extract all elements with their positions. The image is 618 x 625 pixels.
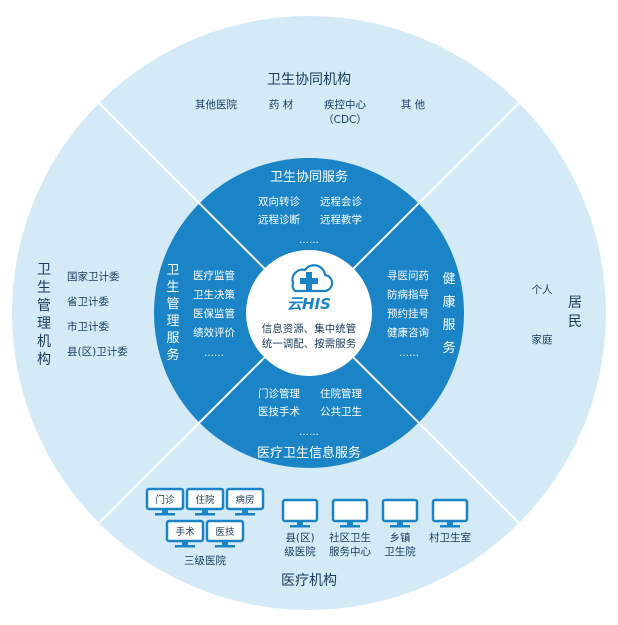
monitor-icon: 医技	[205, 519, 245, 548]
inner-left-item: 医疗监管	[193, 269, 235, 282]
outer-left-item: 省卫计委	[67, 295, 109, 308]
center-line-1: 信息资源、集中统管	[262, 322, 357, 335]
inner-right-item: 防病指导	[387, 288, 429, 301]
monitor-icon	[281, 498, 319, 528]
inner-top-more: ……	[299, 235, 319, 246]
facility-label: 级医院	[284, 545, 316, 558]
inner-right-item: 健康咨询	[387, 326, 429, 339]
center-logo-text: 云HIS	[287, 295, 331, 313]
inner-bottom-more: ……	[299, 427, 319, 438]
inner-right-item: 寻医问药	[387, 269, 429, 282]
monitor-icon: 病房	[225, 487, 265, 516]
inner-right-item: 预约挂号	[387, 307, 429, 320]
monitor-label: 门诊	[155, 494, 175, 506]
inner-top-item: 双向转诊	[258, 195, 300, 208]
facility-label: 社区卫生	[329, 531, 371, 544]
outer-top-item: 其他医院	[195, 98, 237, 111]
inner-bottom-title: 医疗卫生信息服务	[257, 445, 361, 461]
inner-left-title-char: 服	[166, 331, 179, 346]
outer-left-item: 市卫计委	[67, 320, 109, 333]
outer-left-title-char: 卫	[37, 262, 51, 278]
outer-left-item: 县(区)卫计委	[67, 345, 128, 358]
outer-left-item: 国家卫计委	[67, 270, 120, 283]
monitor-icon	[331, 498, 369, 528]
inner-left-title: 卫 生 管 理 服 务	[166, 263, 179, 363]
monitor-icon	[381, 498, 419, 528]
inner-left-item: 绩效评价	[193, 326, 235, 339]
facility-label: 县(区)	[285, 532, 314, 544]
outer-right-item: 家庭	[532, 333, 553, 346]
inner-right-title-char: 务	[442, 340, 455, 356]
outer-right-item: 个人	[532, 284, 553, 296]
cloud-his-logo-icon	[291, 264, 334, 293]
inner-left-more: ……	[204, 348, 224, 359]
inner-left-item: 卫生决策	[193, 288, 235, 301]
outer-right-title-char: 居	[568, 295, 582, 311]
facility-label: 乡镇	[390, 531, 411, 544]
monitor-label: 医技	[215, 526, 235, 538]
outer-right-title-char: 民	[568, 314, 582, 330]
monitor-label: 住院	[195, 494, 215, 506]
outer-left-title-char: 机	[37, 334, 51, 350]
tier3-monitor-group: 门诊 住院 病房 手术 医技	[145, 487, 265, 548]
inner-left-title-char: 务	[166, 347, 179, 363]
outer-left-title-char: 构	[37, 352, 51, 368]
inner-bottom-item: 医技手术	[258, 405, 300, 418]
inner-top-item: 远程诊断	[258, 213, 300, 226]
monitor-icon: 门诊	[145, 487, 185, 516]
inner-right-title-char: 健	[442, 272, 455, 287]
outer-left-title-char: 生	[37, 280, 51, 296]
center-circle	[246, 250, 372, 376]
outer-top-item: 其 他	[401, 98, 426, 111]
outer-bottom-title: 医疗机构	[281, 573, 337, 589]
monitor-icon: 手术	[165, 519, 205, 548]
inner-bottom-item: 公共卫生	[320, 405, 362, 418]
outer-top-item: 疾控中心	[324, 98, 366, 111]
inner-top-item: 远程会诊	[320, 195, 362, 208]
outer-top-item: 药 材	[269, 98, 294, 111]
outer-top-title: 卫生协同机构	[267, 72, 351, 88]
monitor-icon: 住院	[185, 487, 225, 516]
outer-left-title-char: 理	[37, 316, 51, 332]
inner-right-title-char: 服	[442, 318, 455, 333]
outer-top-item: （CDC）	[323, 114, 367, 126]
inner-right-title-char: 康	[442, 294, 455, 310]
tier3-label: 三级医院	[184, 554, 226, 567]
facility-label: 服务中心	[329, 545, 371, 558]
inner-left-item: 医保监管	[193, 307, 235, 320]
outer-left-title: 卫 生 管 理 机 构	[37, 262, 51, 368]
inner-bottom-item: 门诊管理	[258, 387, 300, 400]
facility-label: 卫生院	[384, 545, 416, 558]
facility-label: 村卫生室	[429, 531, 471, 544]
inner-right-more: ……	[399, 348, 419, 359]
inner-left-title-char: 生	[166, 280, 179, 295]
monitor-label: 手术	[175, 526, 195, 538]
outer-left-title-char: 管	[37, 298, 51, 314]
inner-right-title: 健 康 服 务	[442, 272, 455, 356]
inner-top-title: 卫生协同服务	[270, 169, 348, 185]
center-line-2: 统一调配、按需服务	[262, 337, 357, 350]
inner-left-title-char: 卫	[166, 263, 179, 278]
inner-bottom-item: 住院管理	[320, 387, 362, 400]
inner-top-item: 远程教学	[320, 213, 362, 226]
monitor-icon	[431, 498, 469, 528]
inner-left-title-char: 理	[166, 314, 179, 329]
monitor-label: 病房	[235, 494, 254, 506]
inner-left-title-char: 管	[166, 297, 179, 312]
